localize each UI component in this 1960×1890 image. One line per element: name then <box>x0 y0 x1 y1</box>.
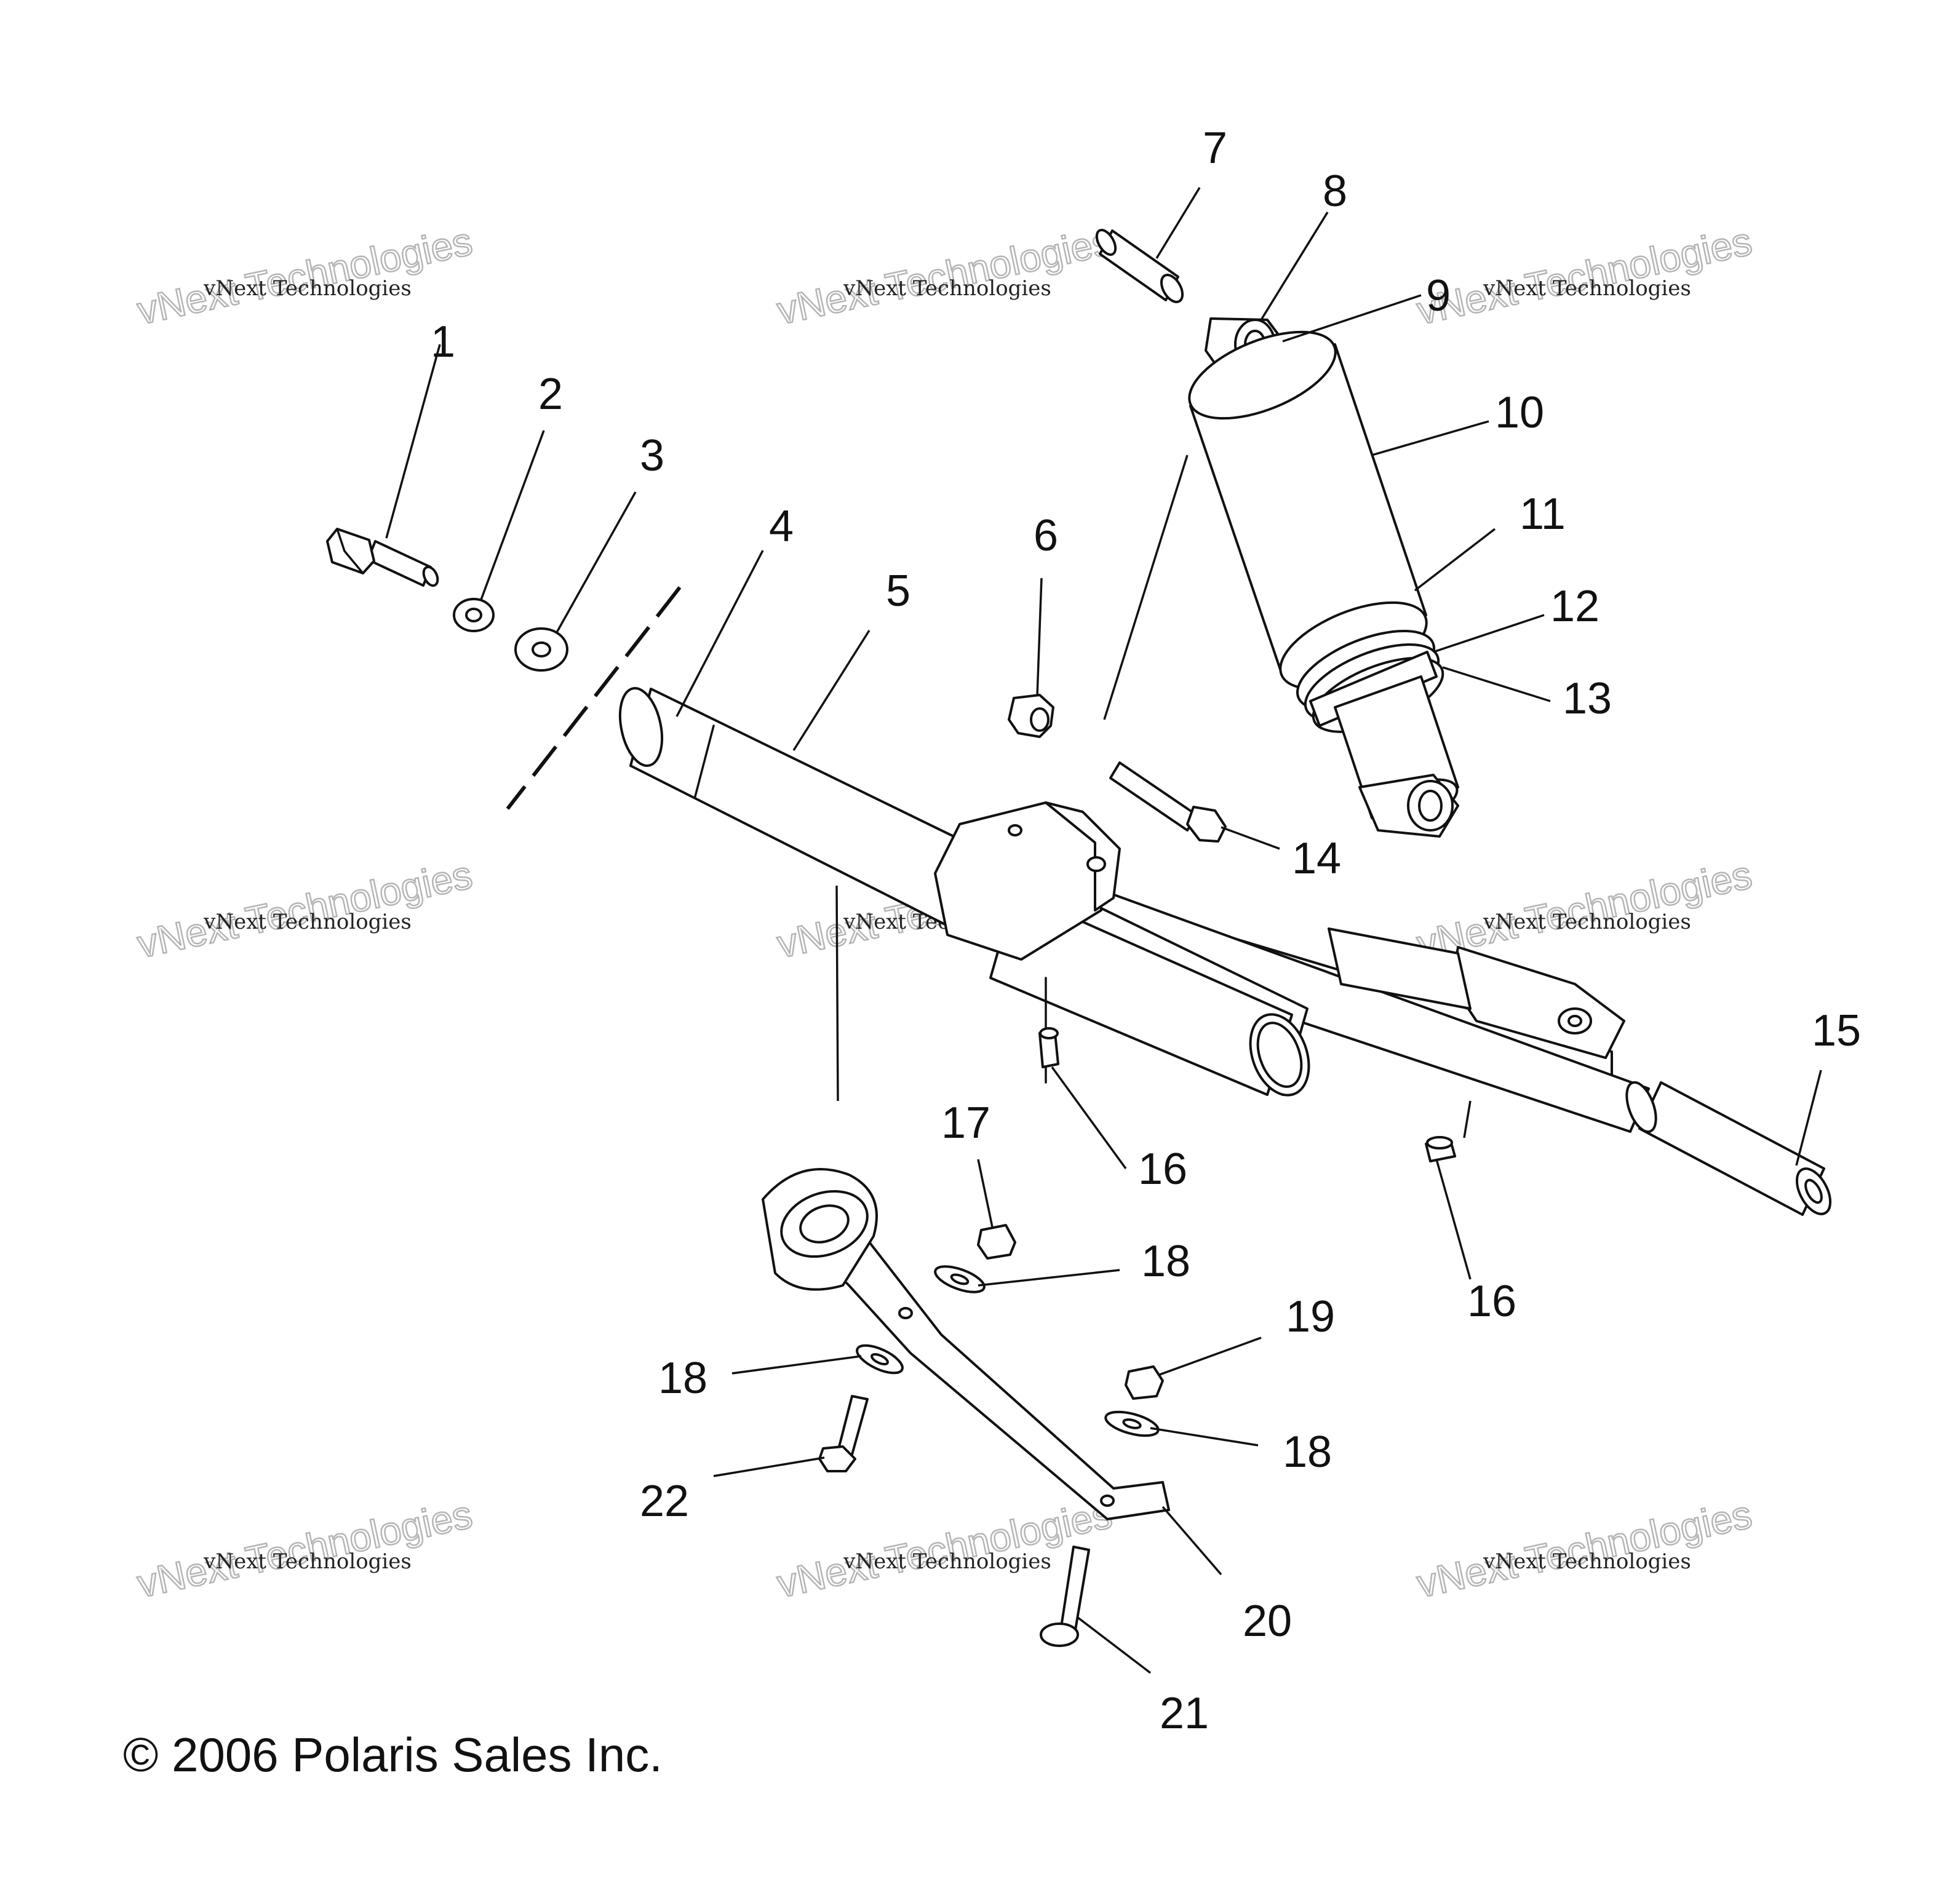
bolt-part-22[interactable] <box>818 1395 869 1472</box>
washer-part-18a[interactable] <box>932 1261 987 1298</box>
shock-absorber-parts-8-13[interactable] <box>1177 314 1463 838</box>
nut-part-17[interactable] <box>977 1224 1016 1260</box>
watermark-text: vNext Technologies <box>1483 1549 1691 1574</box>
bolt-part-1[interactable] <box>326 528 440 588</box>
watermark-text: vNext Technologies <box>1483 276 1691 301</box>
rail-arm-assembly[interactable] <box>613 685 1837 1220</box>
nut-part-19[interactable] <box>1125 1365 1164 1400</box>
callout-16a: 16 <box>1138 1145 1187 1194</box>
callout-6: 6 <box>1034 511 1058 560</box>
callout-5: 5 <box>886 566 910 616</box>
washer-part-18c[interactable] <box>1103 1407 1160 1440</box>
link-arm-part-20[interactable] <box>762 1168 1170 1520</box>
watermark-text: vNext Technologies <box>843 1549 1051 1574</box>
callout-11: 11 <box>1520 490 1566 539</box>
callout-7: 7 <box>1203 124 1227 173</box>
callout-16b: 16 <box>1467 1277 1516 1326</box>
alignment-dash-line <box>506 586 682 810</box>
callout-3: 3 <box>640 431 664 480</box>
callout-14: 14 <box>1292 834 1341 883</box>
washer-part-2[interactable] <box>453 598 495 632</box>
grease-fitting-part-16b[interactable] <box>1425 1136 1456 1162</box>
watermark-text: vNext Technologies <box>1483 910 1691 934</box>
callout-12: 12 <box>1550 582 1599 631</box>
callout-4: 4 <box>769 502 794 551</box>
leader-lines <box>385 187 1822 1674</box>
callout-20: 20 <box>1243 1597 1292 1646</box>
copyright-text: © 2006 Polaris Sales Inc. <box>123 1728 663 1782</box>
callout-18a: 18 <box>1141 1237 1190 1286</box>
watermark-text: vNext Technologies <box>203 1549 412 1574</box>
callout-18b: 18 <box>658 1354 707 1403</box>
bolt-part-14[interactable] <box>1109 761 1227 843</box>
washer-part-3[interactable] <box>514 627 568 672</box>
watermark-text: vNext Technologies <box>203 910 412 934</box>
callout-13: 13 <box>1563 674 1612 723</box>
callout-labels: 1 2 3 4 5 6 7 8 9 10 11 12 13 14 15 16 1… <box>431 124 1861 1738</box>
callout-9: 9 <box>1426 271 1451 320</box>
callout-18c: 18 <box>1283 1427 1332 1477</box>
bolt-part-21[interactable] <box>1040 1546 1090 1647</box>
callout-10: 10 <box>1495 388 1544 437</box>
callout-2: 2 <box>538 370 563 419</box>
callout-1: 1 <box>431 317 455 367</box>
watermark-text: vNext Technologies <box>203 276 412 301</box>
callout-22: 22 <box>640 1477 689 1526</box>
nut-part-6[interactable] <box>1008 694 1054 738</box>
grease-fitting-part-16a[interactable] <box>1038 1027 1059 1068</box>
callout-15: 15 <box>1812 1006 1861 1055</box>
callout-19: 19 <box>1286 1292 1335 1341</box>
sleeve-part-7[interactable] <box>1093 227 1187 306</box>
callout-17: 17 <box>941 1098 990 1148</box>
callout-8: 8 <box>1323 167 1347 216</box>
callout-21: 21 <box>1160 1689 1209 1738</box>
washer-part-18b[interactable] <box>853 1340 906 1379</box>
watermark-text: vNext Technologies <box>843 276 1051 301</box>
